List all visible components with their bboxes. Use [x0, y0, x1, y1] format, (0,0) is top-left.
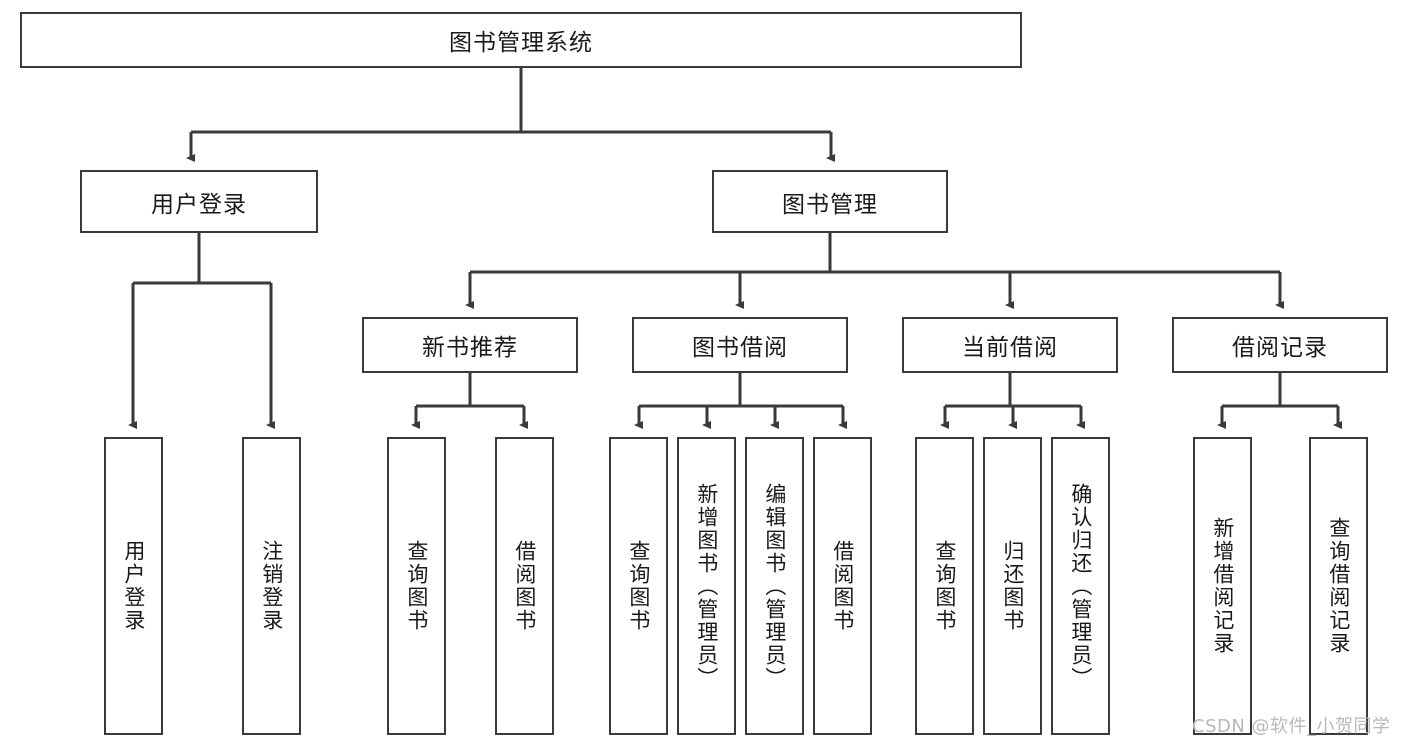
node-leaf-user-login[interactable]: 用户登录 — [104, 437, 163, 735]
node-leaf-borrow-book-1[interactable]: 借阅图书 — [495, 437, 554, 735]
node-borrow-record-label: 借阅记录 — [1232, 335, 1328, 361]
node-book-borrow-label: 图书借阅 — [692, 335, 788, 361]
node-leaf-borrow-book-1-label: 借阅图书 — [512, 540, 537, 632]
node-borrow-record[interactable]: 借阅记录 — [1172, 317, 1388, 373]
node-leaf-query-record-label: 查询借阅记录 — [1326, 517, 1351, 655]
node-leaf-add-record[interactable]: 新增借阅记录 — [1193, 437, 1252, 735]
node-leaf-confirm-return-label: 确认归还（管理员） — [1068, 482, 1093, 690]
node-leaf-add-record-label: 新增借阅记录 — [1210, 517, 1235, 655]
node-leaf-user-logout[interactable]: 注销登录 — [242, 437, 301, 735]
node-book-manage[interactable]: 图书管理 — [712, 170, 948, 233]
node-leaf-borrow-book-2-label: 借阅图书 — [830, 540, 855, 632]
node-leaf-query-book-1[interactable]: 查询图书 — [387, 437, 446, 735]
node-leaf-edit-book-label: 编辑图书（管理员） — [762, 482, 787, 690]
node-leaf-borrow-book-2[interactable]: 借阅图书 — [813, 437, 872, 735]
node-leaf-user-login-label: 用户登录 — [121, 540, 146, 632]
node-current-borrow[interactable]: 当前借阅 — [902, 317, 1118, 373]
node-user-login-label: 用户登录 — [151, 191, 247, 218]
node-leaf-edit-book[interactable]: 编辑图书（管理员） — [745, 437, 804, 735]
node-user-login[interactable]: 用户登录 — [80, 170, 318, 233]
node-leaf-query-book-1-label: 查询图书 — [404, 540, 429, 632]
node-new-book-recommend-label: 新书推荐 — [422, 335, 518, 361]
node-leaf-query-book-3[interactable]: 查询图书 — [915, 437, 974, 735]
node-leaf-return-book[interactable]: 归还图书 — [983, 437, 1042, 735]
node-leaf-query-book-2-label: 查询图书 — [626, 540, 651, 632]
node-root[interactable]: 图书管理系统 — [20, 12, 1022, 68]
node-current-borrow-label: 当前借阅 — [962, 335, 1058, 361]
node-leaf-confirm-return[interactable]: 确认归还（管理员） — [1051, 437, 1110, 735]
node-leaf-query-record[interactable]: 查询借阅记录 — [1309, 437, 1368, 735]
node-leaf-return-book-label: 归还图书 — [1000, 540, 1025, 632]
node-leaf-query-book-3-label: 查询图书 — [932, 540, 957, 632]
node-leaf-query-book-2[interactable]: 查询图书 — [609, 437, 668, 735]
node-leaf-user-logout-label: 注销登录 — [259, 540, 284, 632]
node-book-borrow[interactable]: 图书借阅 — [632, 317, 848, 373]
node-new-book-recommend[interactable]: 新书推荐 — [362, 317, 578, 373]
node-leaf-add-book-label: 新增图书（管理员） — [694, 482, 719, 690]
node-book-manage-label: 图书管理 — [782, 191, 878, 218]
node-leaf-add-book[interactable]: 新增图书（管理员） — [677, 437, 736, 735]
node-root-label: 图书管理系统 — [449, 30, 593, 56]
watermark-text: CSDN @软件_小贺同学 — [1192, 716, 1391, 737]
